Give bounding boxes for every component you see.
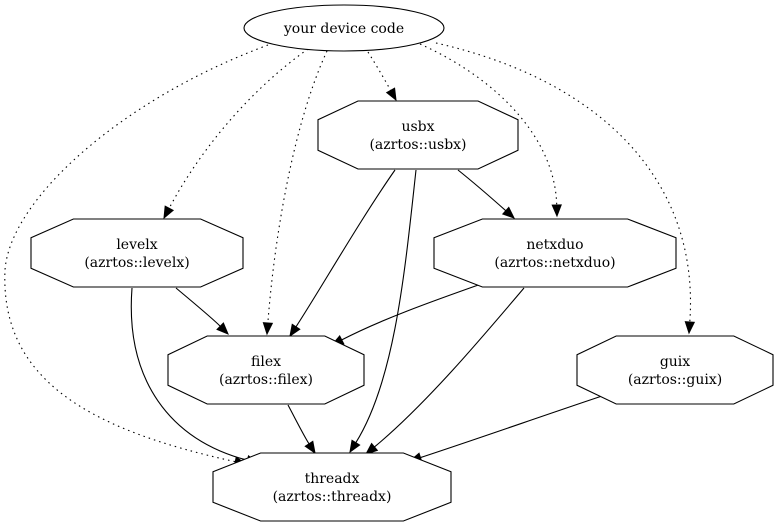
node-levelx: levelx(azrtos::levelx) xyxy=(30,218,244,288)
node-label: guix xyxy=(660,354,690,370)
arrowhead xyxy=(684,321,696,335)
edge-line xyxy=(457,169,507,212)
node-label: filex xyxy=(251,354,281,370)
edge-netxduo-to-filex xyxy=(330,282,485,346)
node-sublabel: (azrtos::filex) xyxy=(219,372,313,388)
edge-device-to-guix xyxy=(435,42,696,335)
edge-usbx-to-netxduo xyxy=(457,169,515,219)
node-filex: filex(azrtos::filex) xyxy=(167,335,365,405)
edge-line xyxy=(168,48,309,209)
node-label: usbx xyxy=(401,119,434,135)
arrowhead xyxy=(349,439,361,454)
edge-levelx-to-filex xyxy=(175,287,229,335)
arrowhead xyxy=(163,205,175,220)
node-sublabel: (azrtos::levelx) xyxy=(84,255,189,271)
edge-guix-to-threadx xyxy=(408,394,606,463)
edge-line xyxy=(175,287,221,327)
node-usbx: usbx(azrtos::usbx) xyxy=(317,100,519,170)
nodes-layer: your device codeusbx(azrtos::usbx)levelx… xyxy=(30,4,774,522)
edge-line xyxy=(287,404,310,445)
node-sublabel: (azrtos::threadx) xyxy=(273,489,392,505)
node-label: threadx xyxy=(305,471,360,487)
edge-line xyxy=(341,282,485,341)
edge-line xyxy=(267,50,328,324)
edge-filex-to-threadx xyxy=(287,404,316,455)
node-label: your device code xyxy=(283,21,404,37)
node-shape xyxy=(576,335,774,405)
arrowhead xyxy=(304,440,316,455)
edge-usbx-to-filex xyxy=(289,169,396,338)
edge-line xyxy=(130,287,248,461)
node-shape xyxy=(433,218,677,288)
node-device: your device code xyxy=(243,4,445,52)
edge-netxduo-to-threadx xyxy=(364,287,525,455)
edge-line xyxy=(420,394,606,459)
edge-device-to-levelx xyxy=(163,48,309,220)
edge-device-to-netxduo xyxy=(419,43,562,218)
edge-usbx-to-threadx xyxy=(349,169,417,454)
node-sublabel: (azrtos::guix) xyxy=(628,372,722,388)
edge-device-to-usbx xyxy=(367,51,397,102)
edge-line xyxy=(295,169,396,328)
node-threadx: threadx(azrtos::threadx) xyxy=(212,452,452,522)
node-shape xyxy=(167,335,365,405)
node-shape xyxy=(30,218,244,288)
edge-line xyxy=(355,169,417,443)
node-sublabel: (azrtos::usbx) xyxy=(369,137,466,153)
edge-line xyxy=(374,287,525,448)
node-shape xyxy=(212,452,452,522)
arrowhead xyxy=(289,323,301,338)
node-shape xyxy=(317,100,519,170)
node-guix: guix(azrtos::guix) xyxy=(576,335,774,405)
node-shape xyxy=(243,4,445,52)
node-netxduo: netxduo(azrtos::netxduo) xyxy=(433,218,677,288)
arrowhead xyxy=(216,322,229,335)
edge-line xyxy=(367,51,392,91)
arrowhead xyxy=(385,87,397,102)
edge-line xyxy=(435,42,692,323)
arrowhead xyxy=(364,442,379,455)
edge-device-to-filex xyxy=(262,50,328,336)
node-sublabel: (azrtos::netxduo) xyxy=(494,255,615,271)
arrowhead xyxy=(551,204,562,218)
arrowhead xyxy=(262,322,274,336)
node-label: levelx xyxy=(116,237,157,253)
node-label: netxduo xyxy=(526,237,583,253)
arrowhead xyxy=(501,206,515,219)
